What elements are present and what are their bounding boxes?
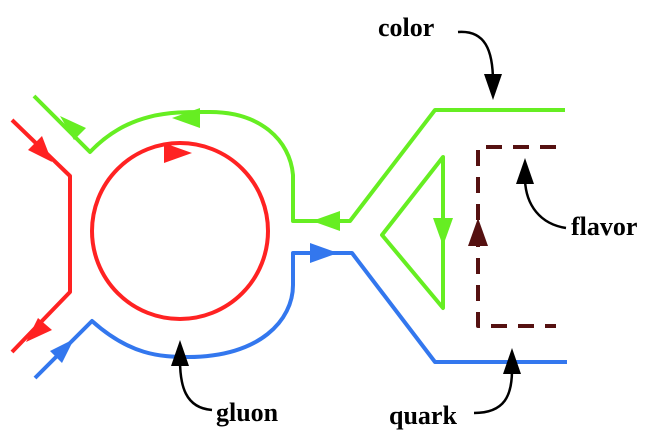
color-pointer-arrowhead <box>484 74 502 100</box>
gluon-label: gluon <box>216 398 279 427</box>
blue-arrow-incoming <box>50 339 74 363</box>
blue-color-lines <box>33 251 567 380</box>
green-arrow-outgoing <box>60 116 86 140</box>
quark-pointer-arrowhead <box>503 348 521 374</box>
flavor-line <box>468 145 556 328</box>
flavor-dashed-bracket <box>476 145 556 328</box>
red-color-lines <box>10 118 270 354</box>
quark-label: quark <box>389 401 457 430</box>
green-arrow-arc <box>172 108 200 128</box>
flavor-label: flavor <box>571 212 637 241</box>
green-gluon-arc <box>32 94 565 223</box>
quark-pointer <box>473 369 514 415</box>
green-arrowheads <box>60 108 453 246</box>
red-arrow-outgoing <box>26 318 52 342</box>
red-arrowheads <box>26 136 192 342</box>
flavor-pointer-arrowhead <box>516 158 534 184</box>
blue-gluon-arc <box>33 251 567 380</box>
green-arrow-quark-loop <box>433 218 453 246</box>
red-arrow-loop <box>164 143 192 163</box>
red-arrow-incoming <box>28 136 52 162</box>
blue-arrow-middle <box>310 243 338 263</box>
flavor-pointer <box>523 179 567 230</box>
flavor-arrow <box>468 218 488 246</box>
color-label: color <box>378 13 434 42</box>
color-pointer <box>457 30 495 83</box>
red-loop <box>90 141 270 321</box>
gluon-pointer-arrowhead <box>171 340 189 366</box>
blue-arrowheads <box>50 243 338 363</box>
green-color-lines <box>32 94 565 310</box>
green-arrow-middle <box>312 211 340 231</box>
green-quark-loop <box>380 155 445 310</box>
gluon-pointer <box>178 359 213 412</box>
annotation-pointers <box>171 30 567 415</box>
